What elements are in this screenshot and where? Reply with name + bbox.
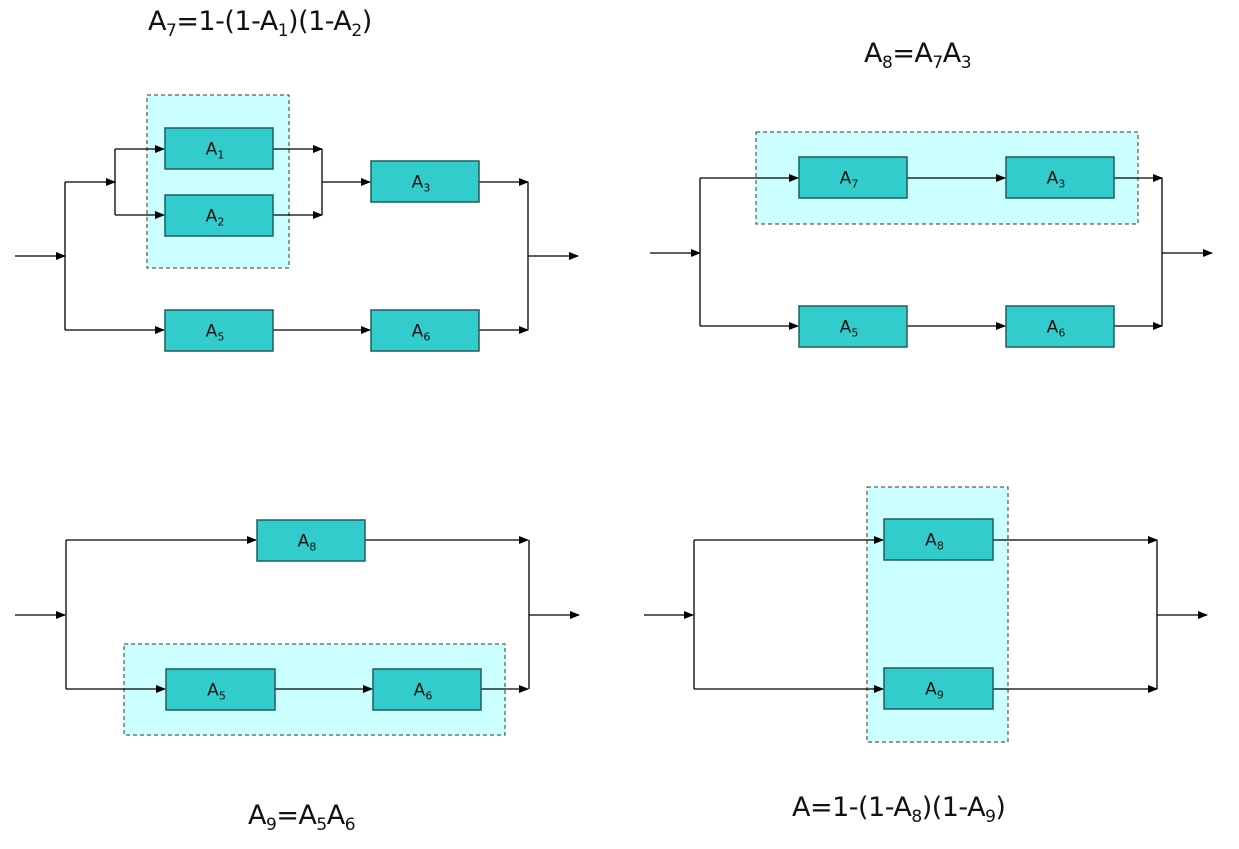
block-a8: A8 <box>883 518 994 561</box>
block-rect <box>165 668 276 711</box>
block-a5: A5 <box>798 305 908 348</box>
block-rect <box>372 668 482 711</box>
block-a3: A3 <box>370 160 480 203</box>
block-rect <box>164 127 274 170</box>
block-a5: A5 <box>165 668 276 711</box>
block-rect <box>370 160 480 203</box>
block-rect <box>883 518 994 561</box>
block-a9: A9 <box>883 667 994 710</box>
block-a5: A5 <box>164 309 274 352</box>
block-a7: A7 <box>798 156 908 199</box>
block-a1: A1 <box>164 127 274 170</box>
block-rect <box>798 305 908 348</box>
block-rect <box>256 519 366 562</box>
formula-a7: A7=1-(1-A1)(1-A2) <box>148 6 372 41</box>
block-rect <box>798 156 908 199</box>
block-rect <box>370 309 480 352</box>
formula-a9: A9=A5A6 <box>248 800 356 835</box>
block-rect <box>1005 156 1115 199</box>
block-a6: A6 <box>372 668 482 711</box>
block-a2: A2 <box>164 194 274 237</box>
block-a6: A6 <box>1005 305 1115 348</box>
block-a8: A8 <box>256 519 366 562</box>
group-box-a1-a2 <box>146 94 290 269</box>
block-a3: A3 <box>1005 156 1115 199</box>
block-rect <box>1005 305 1115 348</box>
formula-a8: A8=A7A3 <box>864 38 972 73</box>
formula-a: A=1-(1-A8)(1-A9) <box>792 792 1006 827</box>
block-rect <box>164 309 274 352</box>
block-rect <box>883 667 994 710</box>
block-a6: A6 <box>370 309 480 352</box>
block-rect <box>164 194 274 237</box>
